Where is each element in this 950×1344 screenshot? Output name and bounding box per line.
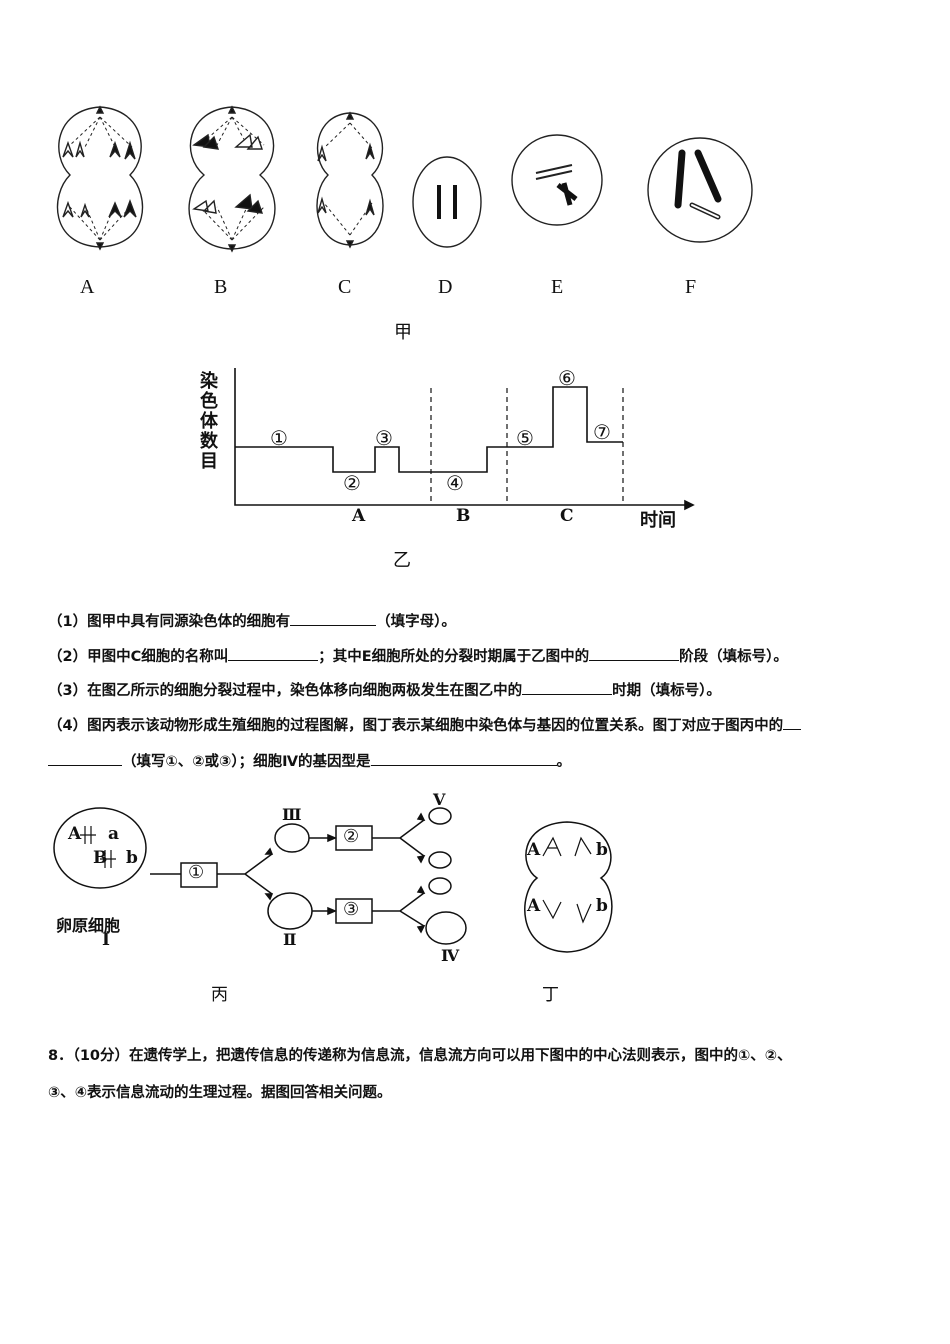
figure-jia-caption: 甲	[394, 322, 412, 343]
oogonium-cell	[53, 807, 147, 889]
question-1-text: （1）图甲中具有同源染色体的细胞有	[48, 614, 291, 630]
cell-f-diagram	[647, 137, 753, 243]
cell-d-diagram	[412, 156, 482, 248]
figure-bing-diagram	[53, 807, 467, 945]
egg-cell-iv	[425, 911, 467, 945]
yi-phase-c: C	[560, 506, 574, 526]
ding-gene-2: b	[596, 840, 608, 860]
question-1-tail: （填字母）。	[376, 614, 456, 630]
yi-marker-6: ⑥	[558, 366, 576, 390]
bing-cell-roman: I	[102, 930, 110, 950]
question-2-mid: ；其中E细胞所处的分裂时期属于乙图中的	[318, 649, 590, 665]
question-3-tail: 时期（填标号）。	[612, 683, 721, 699]
cell-label-b: B	[214, 276, 228, 298]
cell-label-a: A	[80, 276, 95, 298]
step-1-box	[180, 862, 218, 888]
polar-body-2	[428, 851, 452, 869]
answer-blank-4a-cont[interactable]	[48, 751, 122, 766]
polar-body-1	[428, 807, 452, 825]
figure-bing-caption: 丙	[211, 985, 228, 1005]
bing-step-2: ②	[343, 826, 360, 847]
figure-ding-diagram	[524, 821, 613, 953]
answer-blank-2b[interactable]	[589, 646, 680, 661]
bing-node-iv: Ⅳ	[441, 946, 460, 965]
bing-step-3: ③	[343, 899, 360, 920]
question-3: （3）在图乙所示的细胞分裂过程中，染色体移向细胞两极发生在图乙中的 时期（填标号）…	[48, 679, 721, 700]
question-4-line2: （填写①、②或③）；细胞Ⅳ的基因型是 。	[48, 750, 571, 771]
cell-c-diagram	[316, 111, 384, 249]
question-1: （1）图甲中具有同源染色体的细胞有 （填字母）。	[48, 610, 456, 631]
answer-blank-1[interactable]	[290, 611, 377, 626]
ding-gene-3: A	[527, 896, 541, 916]
yi-marker-3: ③	[375, 426, 393, 450]
yi-phase-b: B	[456, 506, 471, 526]
yi-marker-2: ②	[343, 471, 361, 495]
bing-gene-a-lower: a	[108, 824, 120, 844]
question-4-end: 。	[556, 754, 572, 770]
yi-marker-5: ⑤	[516, 426, 534, 450]
question-4-tail: （填写①、②或③）；细胞Ⅳ的基因型是	[122, 754, 371, 770]
cell-b-diagram	[188, 105, 276, 253]
question-2-text: （2）甲图中C细胞的名称叫	[48, 649, 229, 665]
question-8-line-2: ③、④表示信息流动的生理过程。据图回答相关问题。	[48, 1085, 392, 1101]
question-8-line-1: 8．（10分）在遗传学上，把遗传信息的传递称为信息流，信息流方向可以用下图中的中…	[48, 1048, 792, 1064]
question-4: （4）图丙表示该动物形成生殖细胞的过程图解，图丁表示某细胞中染色体与基因的位置关…	[48, 714, 802, 735]
bing-node-ii: Ⅱ	[283, 930, 297, 949]
cell-iii	[274, 823, 310, 853]
bing-node-v: Ⅴ	[433, 790, 446, 809]
bing-gene-b-lower: b	[126, 848, 138, 868]
yi-ylabel: 染色体数目	[200, 371, 218, 472]
question-3-text: （3）在图乙所示的细胞分裂过程中，染色体移向细胞两极发生在图乙中的	[48, 683, 523, 699]
polar-body-3	[428, 877, 452, 895]
answer-blank-4b[interactable]	[370, 751, 557, 766]
ding-gene-4: b	[596, 896, 608, 916]
cell-a-diagram	[56, 105, 144, 251]
cell-ii	[267, 892, 313, 930]
answer-blank-4a[interactable]	[783, 715, 802, 730]
bing-node-iii: Ⅲ	[282, 805, 302, 824]
figure-ding-caption: 丁	[542, 985, 559, 1005]
cell-label-f: F	[685, 276, 697, 298]
question-2: （2）甲图中C细胞的名称叫 ；其中E细胞所处的分裂时期属于乙图中的 阶段（填标号）。	[48, 645, 788, 666]
figure-yi-caption: 乙	[393, 550, 411, 571]
answer-blank-2a[interactable]	[228, 646, 319, 661]
yi-marker-4: ④	[446, 471, 464, 495]
cell-label-d: D	[438, 276, 453, 298]
figure-yi-chart	[234, 368, 695, 511]
ding-gene-1: A	[527, 840, 541, 860]
yi-phase-a: A	[352, 506, 366, 526]
yi-xlabel: 时间	[640, 510, 676, 531]
question-2-tail: 阶段（填标号）。	[679, 649, 788, 665]
figure-jia-cells	[56, 105, 753, 253]
bing-gene-a-upper: A	[68, 824, 82, 844]
bing-cell-label: 卵原细胞	[56, 916, 121, 935]
ding-cell-outline	[524, 821, 613, 953]
bing-gene-b-upper: B	[93, 848, 108, 868]
bing-step-1: ①	[188, 862, 205, 883]
cell-e-diagram	[511, 134, 603, 226]
answer-blank-3[interactable]	[522, 680, 613, 695]
cell-label-e: E	[551, 276, 564, 298]
cell-label-c: C	[338, 276, 352, 298]
question-4-text: （4）图丙表示该动物形成生殖细胞的过程图解，图丁表示某细胞中染色体与基因的位置关…	[48, 718, 784, 734]
yi-marker-7: ⑦	[593, 420, 611, 444]
yi-marker-1: ①	[270, 426, 288, 450]
